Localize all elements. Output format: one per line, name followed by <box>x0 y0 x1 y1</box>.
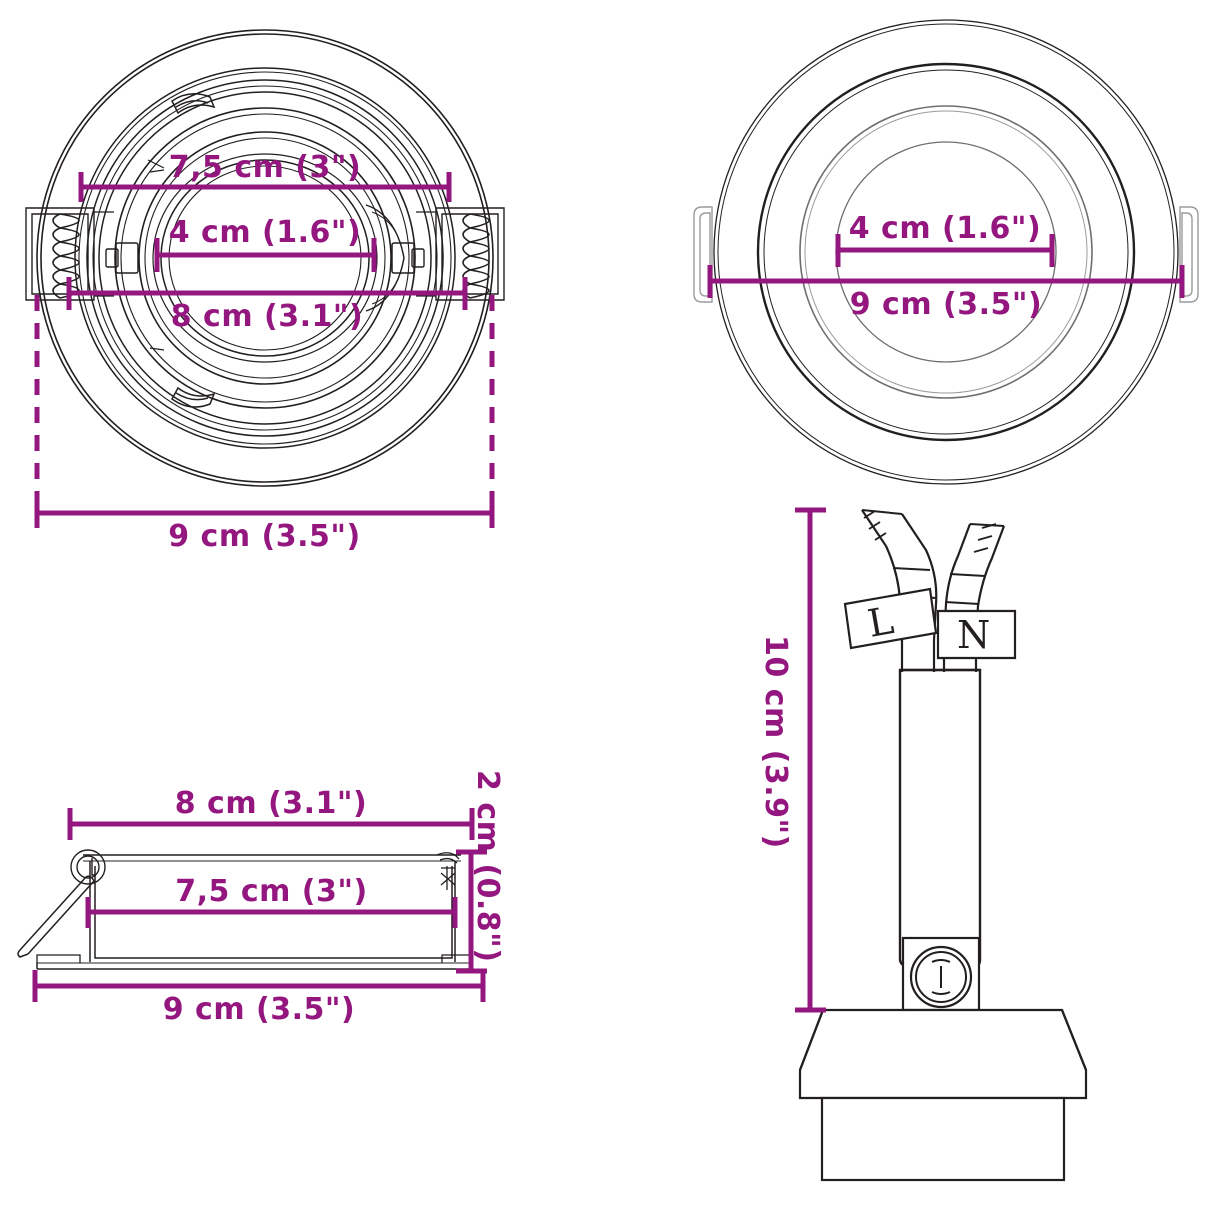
dim-label-bezel-75: 7,5 cm (3") <box>168 150 362 185</box>
spring-clip-right <box>416 207 505 301</box>
dim-line-lead-height-10 <box>795 507 826 1013</box>
dim-label-overall-9: 9 cm (3.5") <box>168 519 361 554</box>
dim-label-aperture-4: 4 cm (1.6") <box>168 215 362 250</box>
dim-line-side-body-8 <box>67 808 475 840</box>
dim-label-side-body-8: 8 cm (3.1") <box>174 786 368 821</box>
wire-label-flag-neutral <box>936 609 1017 660</box>
wire-label-neutral: N <box>957 613 991 657</box>
front-face-geometry <box>25 29 505 487</box>
dim-label-lead-height-10: 10 cm (3.9") <box>758 635 793 849</box>
front-face-dimensions <box>34 172 495 528</box>
wire-label-flag-live <box>843 587 938 650</box>
dim-label-rear-overall-9: 9 cm (3.5") <box>849 287 1043 322</box>
dim-label-side-inner-75: 7,5 cm (3") <box>175 874 368 909</box>
wire-label-live: L <box>864 598 897 646</box>
rear-face-geometry <box>693 19 1199 485</box>
dim-line-side-height-2 <box>456 849 487 974</box>
side-section-dimensions <box>32 808 487 1002</box>
dim-line-rear-aperture-4 <box>835 234 1055 267</box>
dim-line-rear-overall-9 <box>707 265 1185 298</box>
wire-lead-geometry <box>798 509 1088 1182</box>
dim-label-cutout-8: 8 cm (3.1") <box>170 299 364 334</box>
dim-line-overall-9 <box>34 295 495 528</box>
dim-label-rear-aperture-4: 4 cm (1.6") <box>848 211 1042 246</box>
dim-line-bezel-75 <box>78 172 452 202</box>
dim-line-cutout-8 <box>66 277 468 310</box>
dim-label-side-overall-9: 9 cm (3.5") <box>162 992 356 1027</box>
wire-lead-dimensions <box>795 507 826 1013</box>
rear-face-dimensions <box>707 234 1185 298</box>
dim-line-side-overall-9 <box>32 970 486 1002</box>
dim-line-side-inner-75 <box>85 897 458 928</box>
dim-line-aperture-4 <box>154 238 377 272</box>
